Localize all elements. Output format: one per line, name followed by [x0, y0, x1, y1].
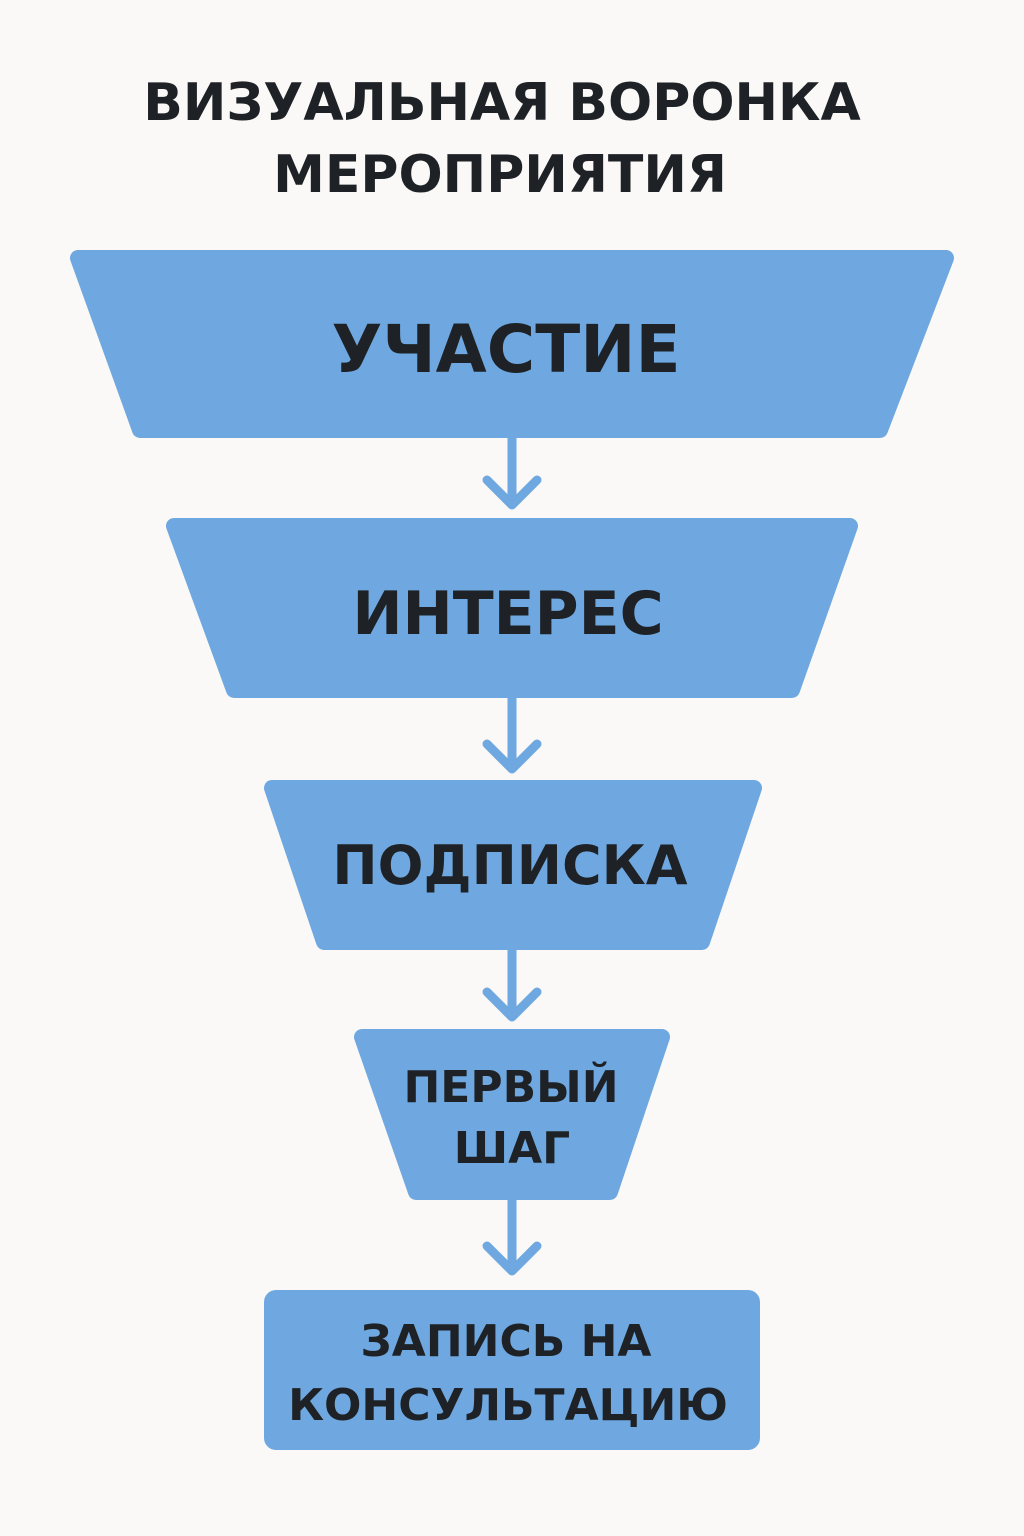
- funnel-stage-participation: УЧАСТИЕ: [70, 250, 954, 438]
- stage-5-shape: [264, 1290, 760, 1450]
- arrow-4-to-5: [482, 1195, 542, 1276]
- stage-1-shape: [70, 250, 954, 438]
- stage-3-shape: [264, 780, 762, 950]
- stage-3-label: ПОДПИСКА: [332, 834, 687, 897]
- stage-4-shape: [354, 1029, 670, 1200]
- arrow-2-to-3: [482, 693, 542, 774]
- stage-2-label: ИНТЕРЕС: [352, 579, 663, 649]
- funnel-stage-interest: ИНТЕРЕС: [166, 518, 858, 698]
- funnel-stage-consultation-booking: ЗАПИСЬ НА КОНСУЛЬТАЦИЮ: [264, 1290, 760, 1450]
- stage-1-label: УЧАСТИЕ: [331, 311, 680, 388]
- arrow-1-to-2: [482, 433, 542, 510]
- funnel-stage-subscription: ПОДПИСКА: [264, 780, 762, 950]
- arrow-3-to-4: [482, 945, 542, 1022]
- funnel-stage-first-step: ПЕРВЫЙ ШАГ: [354, 1029, 670, 1200]
- stage-5-label-line-1: ЗАПИСЬ НА: [361, 1316, 652, 1367]
- diagram-title-line-2: МЕРОПРИЯТИЯ: [273, 145, 727, 205]
- diagram-title-line-1: ВИЗУАЛЬНАЯ ВОРОНКА: [143, 73, 861, 133]
- stage-2-shape: [166, 518, 858, 698]
- stage-5-label-line-2: КОНСУЛЬТАЦИЮ: [288, 1380, 728, 1431]
- stage-4-label-line-2: ШАГ: [454, 1123, 570, 1174]
- stage-4-label-line-1: ПЕРВЫЙ: [403, 1060, 618, 1113]
